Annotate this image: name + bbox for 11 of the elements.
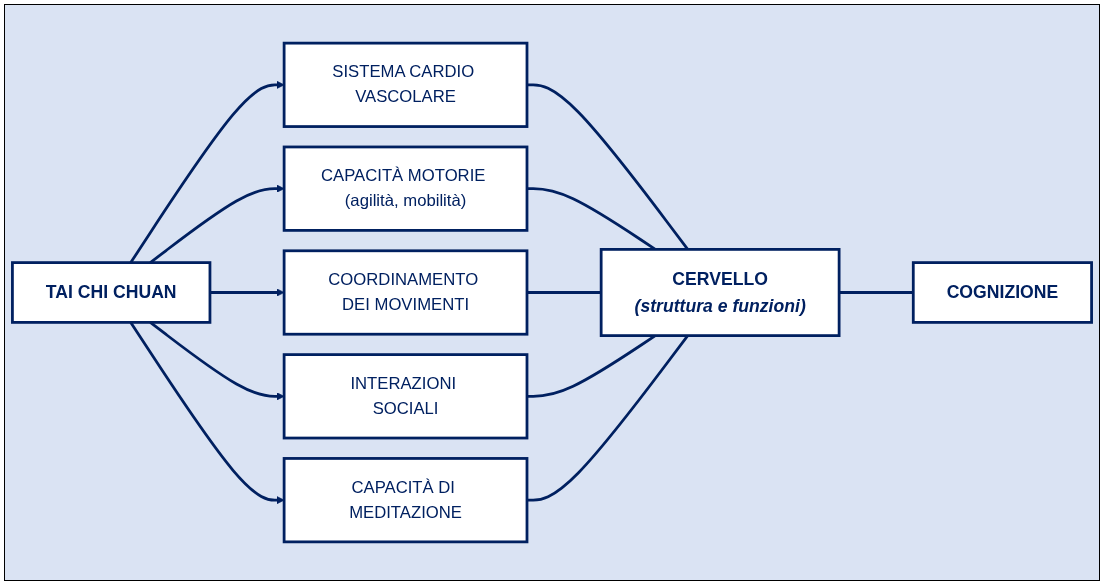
node-box: CERVELLO (struttura e funzioni) — [599, 248, 841, 337]
node-box: CAPACITÀ DI MEDITAZIONE — [282, 457, 529, 544]
node-box: SISTEMA CARDIO VASCOLARE — [282, 41, 529, 128]
node-box: COGNIZIONE — [911, 261, 1093, 324]
node-box: COORDINAMENTO DEI MOVIMENTI — [282, 249, 529, 336]
connector — [527, 291, 602, 294]
node-box: TAI CHI CHUAN — [11, 261, 212, 324]
node-box: CAPACITÀ MOTORIE (agilità, mobilità) — [282, 145, 529, 232]
node-box: INTERAZIONI SOCIALI — [282, 353, 529, 440]
connector — [839, 291, 914, 294]
arrow — [209, 288, 285, 297]
